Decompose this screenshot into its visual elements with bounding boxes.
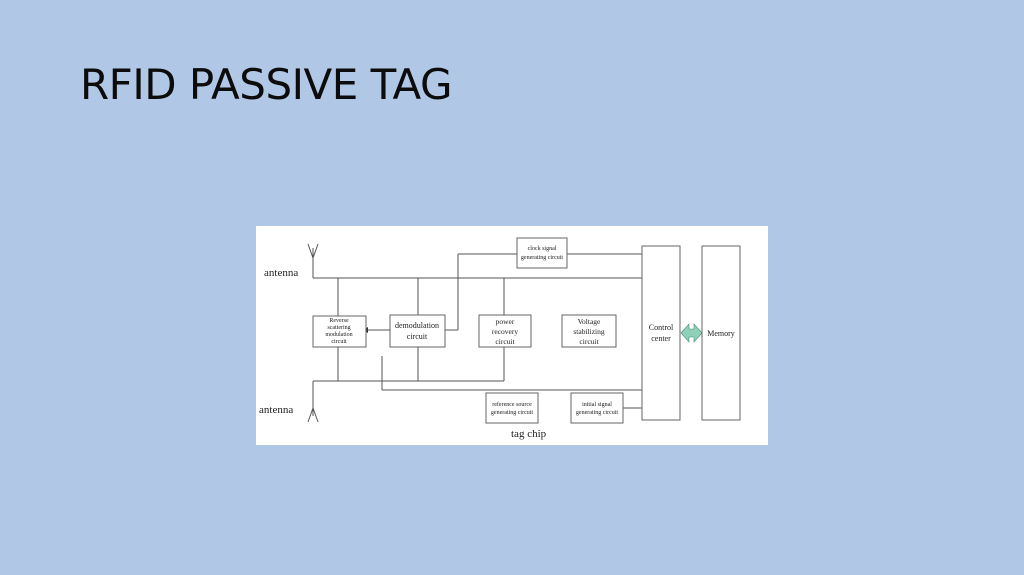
- svg-text:Voltage: Voltage: [578, 317, 601, 326]
- antenna-top-label: antenna: [264, 267, 298, 279]
- svg-text:center: center: [651, 334, 671, 343]
- svg-text:Control: Control: [649, 323, 674, 332]
- svg-text:stabilizing: stabilizing: [573, 327, 604, 336]
- svg-text:power: power: [496, 317, 515, 326]
- svg-text:generating circuit: generating circuit: [521, 255, 563, 261]
- svg-text:clock signal: clock signal: [528, 246, 557, 252]
- power-recovery-block: power recovery circuit: [478, 314, 532, 348]
- voltage-stabilizing-block: Voltage stabilizing circuit: [561, 314, 617, 348]
- svg-text:Memory: Memory: [707, 329, 735, 338]
- initial-signal-block: initial signal generating circuit: [570, 392, 624, 424]
- memory-block: Memory: [701, 245, 741, 421]
- svg-text:circuit: circuit: [331, 339, 347, 345]
- svg-text:initial signal: initial signal: [582, 402, 612, 408]
- antenna-bottom-label: antenna: [259, 404, 293, 416]
- reverse-scattering-block: Reverse scattering modulation circuit: [312, 315, 367, 348]
- svg-text:scattering: scattering: [327, 325, 350, 331]
- svg-text:modulation: modulation: [325, 332, 352, 338]
- svg-text:circuit: circuit: [407, 332, 428, 341]
- control-center-block: Control center: [641, 245, 681, 421]
- reference-source-block: reference source generating circuit: [485, 392, 539, 424]
- bus-arrow-icon: [680, 323, 703, 343]
- svg-text:generating circuit: generating circuit: [576, 410, 618, 416]
- svg-text:circuit: circuit: [579, 337, 599, 346]
- svg-text:generating circuit: generating circuit: [491, 410, 533, 416]
- tag-chip-caption: tag chip: [511, 428, 547, 440]
- clock-signal-block: clock signal generating circuit: [516, 237, 568, 269]
- demodulation-block: demodulation circuit: [389, 314, 446, 348]
- block-diagram-figure: antenna antenna clock signal generating …: [256, 226, 768, 445]
- svg-text:recovery: recovery: [492, 327, 518, 336]
- svg-text:reference source: reference source: [492, 401, 532, 408]
- wiring: [307, 243, 642, 423]
- svg-text:Reverse: Reverse: [329, 318, 349, 324]
- svg-text:demodulation: demodulation: [395, 321, 439, 330]
- slide-title: RFID PASSIVE TAG: [80, 60, 453, 109]
- svg-text:circuit: circuit: [495, 337, 515, 346]
